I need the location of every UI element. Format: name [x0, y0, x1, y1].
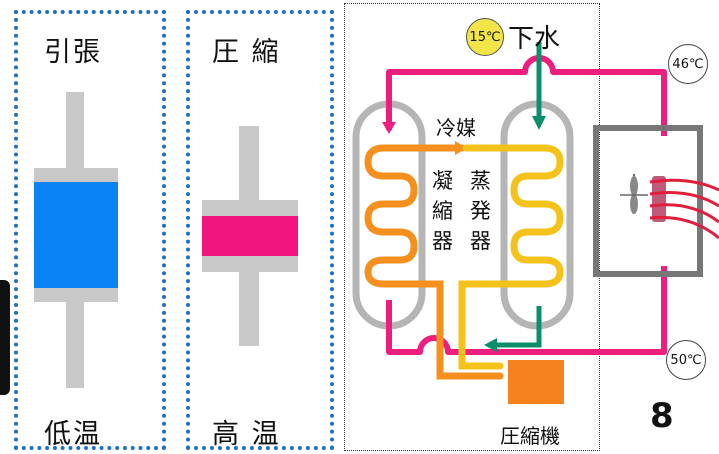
tension-panel: 引張 低温	[14, 10, 166, 450]
compression-rod-bottom	[239, 272, 259, 346]
evaporator-char-3: 器	[470, 229, 491, 253]
tension-cap-bottom	[34, 288, 118, 302]
sewage-label: 下水	[508, 24, 561, 54]
compression-panel: 圧 縮 高 温	[186, 10, 334, 450]
evaporator-char-1: 蒸	[470, 169, 491, 193]
compressor-label: 圧縮機	[500, 424, 560, 448]
slide-number: 8	[650, 396, 674, 436]
tension-rod-top	[66, 92, 84, 170]
tension-specimen	[34, 92, 118, 388]
tension-body	[34, 182, 118, 288]
condenser-coil	[364, 144, 504, 380]
tension-rod-bottom	[66, 302, 84, 388]
high-temp-label: 高 温	[212, 419, 281, 450]
hot-water-arrow-in	[382, 122, 396, 134]
condenser-char-2: 縮	[432, 199, 453, 223]
evaporator-coil	[458, 144, 564, 370]
compression-rod-top	[239, 126, 259, 200]
evaporator-label: 蒸 発 器	[470, 166, 491, 256]
sewage-temp-badge: 15℃	[466, 18, 504, 56]
compression-specimen	[202, 126, 298, 346]
heater-coil	[649, 176, 719, 240]
sewage-arrow-down	[532, 116, 546, 130]
tension-cap-top	[34, 168, 118, 182]
sewage-water-out	[494, 306, 542, 348]
heater-frame	[593, 125, 703, 277]
refrigerant-label: 冷媒	[436, 116, 476, 140]
condenser-label: 凝 縮 器	[432, 166, 453, 256]
condenser-char-3: 器	[432, 229, 453, 253]
compressor-box	[508, 360, 564, 404]
outlet-temp-bottom-badge: 50℃	[666, 340, 706, 380]
fan-icon	[620, 174, 648, 214]
tension-title: 引張	[44, 37, 102, 68]
evaporator-char-2: 発	[470, 199, 491, 223]
heat-pump-panel	[344, 3, 600, 451]
refrigerant-arrow	[455, 141, 467, 155]
low-temp-label: 低温	[44, 419, 102, 450]
outlet-temp-top-badge: 46℃	[668, 44, 708, 84]
compression-body	[202, 216, 298, 256]
edge-bar	[0, 280, 10, 395]
compression-cap-bottom	[202, 256, 298, 272]
sewage-arrow-out	[484, 338, 497, 352]
heater-frame-inner	[604, 136, 692, 266]
condenser-char-1: 凝	[432, 169, 453, 193]
compression-title: 圧 縮	[212, 37, 281, 68]
compression-cap-top	[202, 200, 298, 216]
